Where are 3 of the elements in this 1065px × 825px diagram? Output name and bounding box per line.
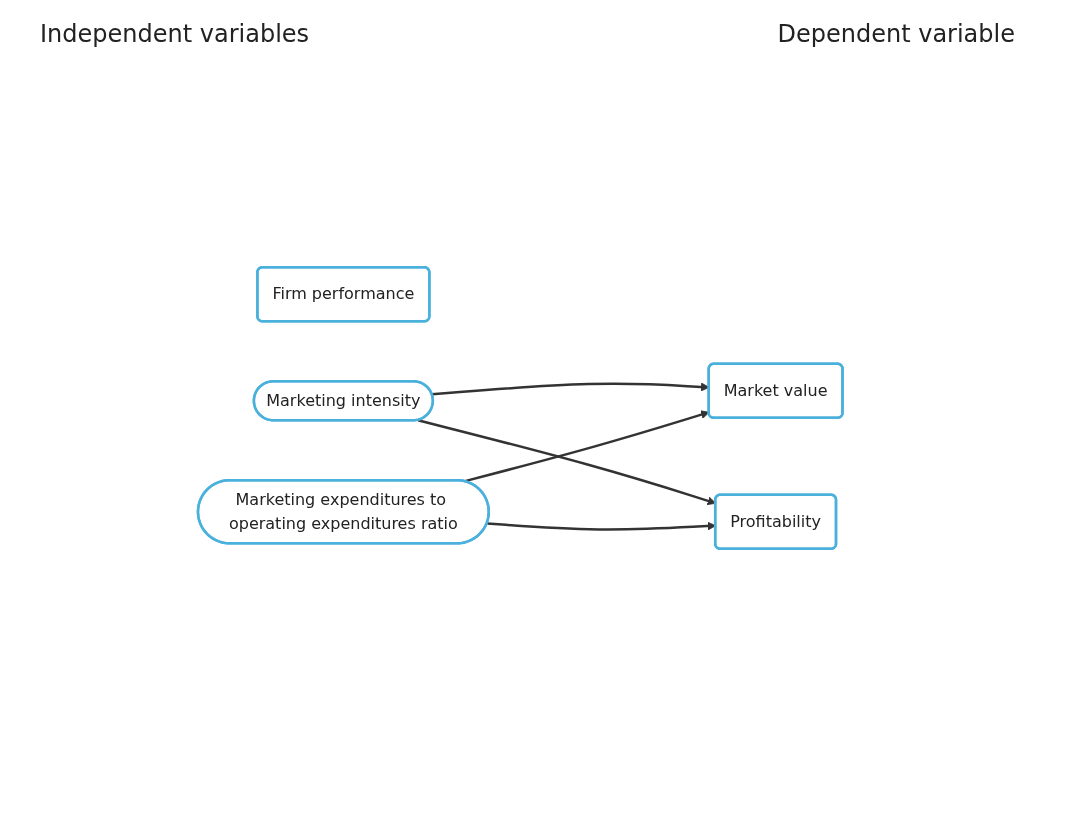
column-heading: Independent variables (40, 20, 310, 48)
arrow (417, 419, 716, 506)
column-heading: Dependent variable (777, 20, 1015, 48)
